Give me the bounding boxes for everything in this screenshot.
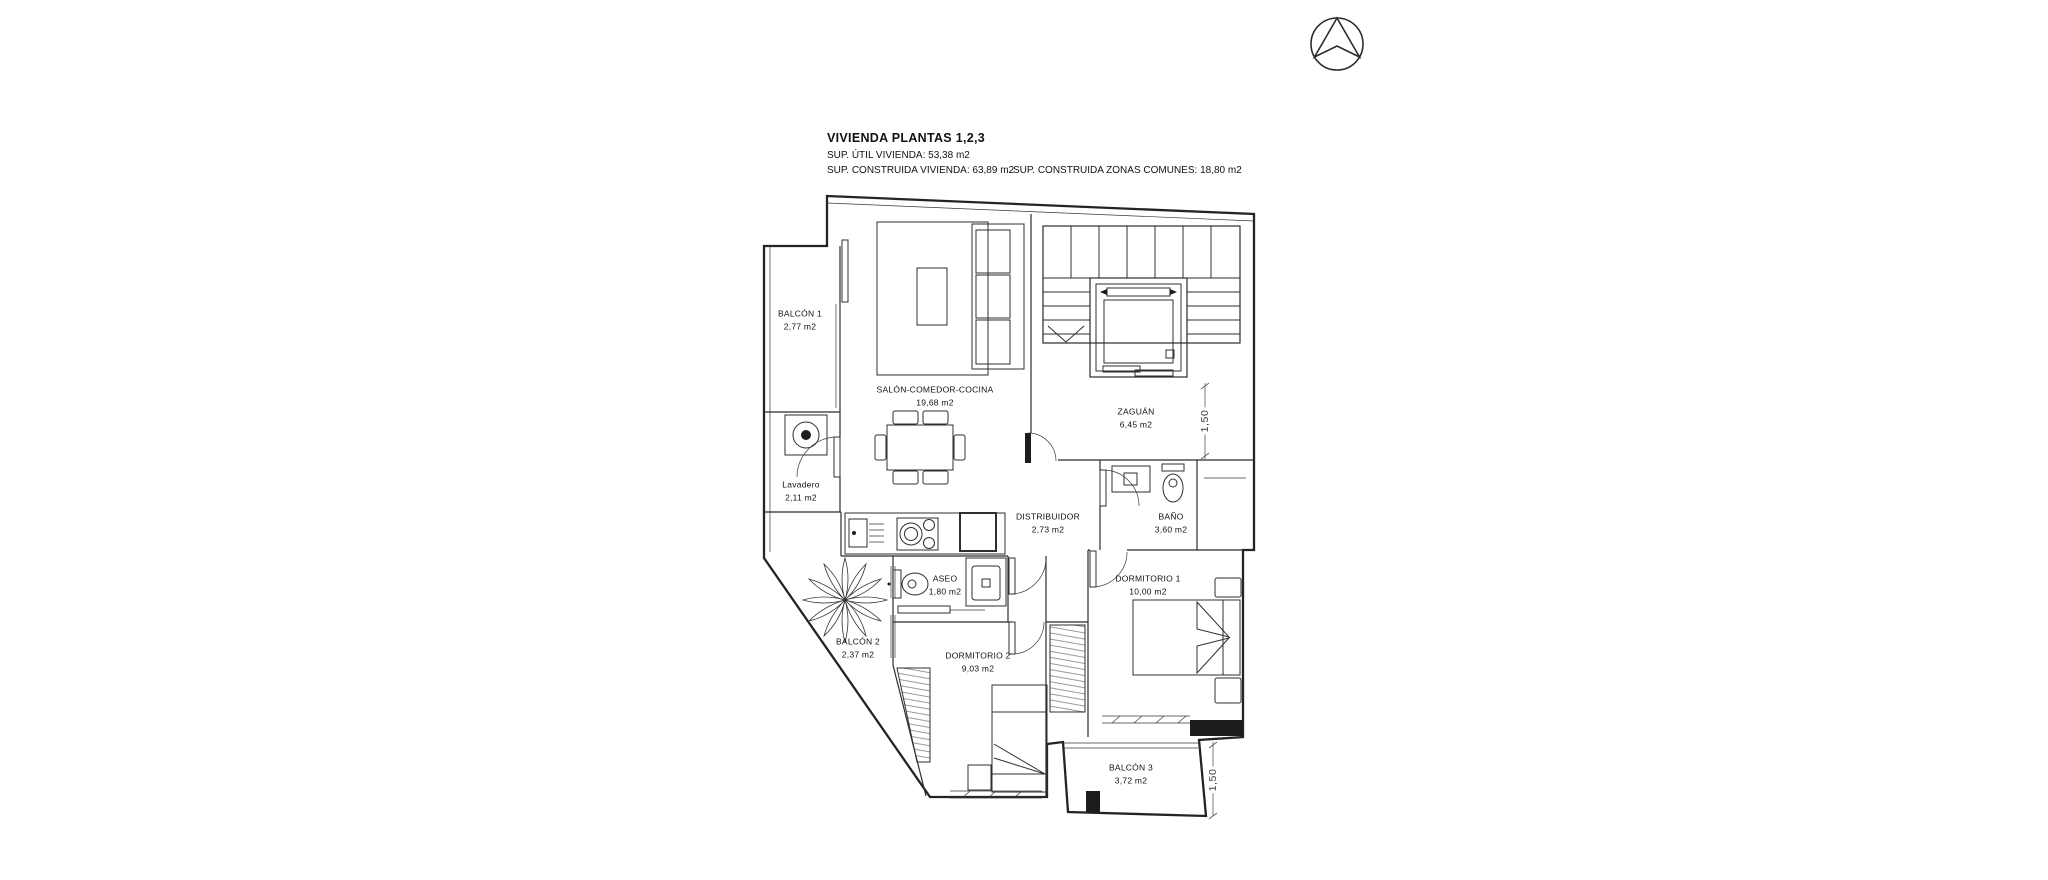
room-label-dormitorio1: DORMITORIO 1 10,00 m2 — [1115, 572, 1180, 598]
dimension-balcon3: 1,50 — [1207, 766, 1219, 794]
sup-construida-line: SUP. CONSTRUIDA VIVIENDA: 63,89 m2 — [827, 165, 1015, 176]
room-name: DORMITORIO 1 — [1115, 573, 1181, 584]
room-label-distribuidor: DISTRIBUIDOR 2,73 m2 — [1016, 510, 1080, 536]
room-area: 2,37 m2 — [841, 649, 875, 659]
balcony-sliding-door — [835, 239, 849, 408]
washing-machine — [784, 414, 828, 456]
room-name: Lavadero — [782, 479, 820, 490]
room-label-balcon1: BALCÓN 1 2,77 m2 — [778, 307, 822, 333]
dining-table — [874, 410, 966, 485]
sup-util-line: SUP. ÚTIL VIVIENDA: 53,38 m2 — [827, 150, 970, 161]
room-label-bano: BAÑO 3,60 m2 — [1155, 510, 1187, 536]
bathroom-sink — [1111, 465, 1151, 493]
room-label-salon: SALÓN-COMEDOR-COCINA 19,68 m2 — [877, 383, 994, 409]
interior-walls — [764, 214, 1254, 812]
bathroom-toilet — [1161, 463, 1185, 503]
aseo-shelf — [897, 605, 985, 614]
room-area: 2,11 m2 — [785, 492, 817, 502]
room-name: SALÓN-COMEDOR-COCINA — [876, 384, 994, 395]
plan-title: VIVIENDA PLANTAS 1,2,3 — [827, 131, 986, 145]
room-label-aseo: ASEO 1,80 m2 — [929, 572, 961, 598]
room-area: 2,77 m2 — [783, 321, 817, 331]
room-name: BALCÓN 3 — [1108, 762, 1154, 773]
wardrobes — [896, 624, 1086, 763]
coffee-table — [916, 267, 948, 326]
room-area: 19,68 m2 — [916, 397, 954, 407]
outer-walls — [762, 194, 1256, 818]
sofa — [971, 223, 1025, 370]
room-name: DORMITORIO 2 — [945, 650, 1011, 661]
dimension-lines — [1200, 382, 1218, 820]
room-area: 6,45 m2 — [1119, 419, 1153, 429]
room-name: ZAGUÁN — [1117, 406, 1155, 417]
windows — [890, 566, 1198, 799]
room-label-lavadero: Lavadero 2,11 m2 — [782, 478, 819, 504]
room-name: DISTRIBUIDOR — [1016, 511, 1080, 522]
dimension-zaguan: 1,50 — [1199, 407, 1211, 435]
elevator — [1089, 277, 1188, 378]
architect-logo-icon — [1310, 16, 1364, 71]
room-area: 3,60 m2 — [1154, 524, 1188, 534]
aseo-toilet — [887, 569, 929, 599]
room-name: BALCÓN 1 — [777, 308, 823, 319]
bed-dormitorio2 — [967, 684, 1048, 793]
kitchen-counter — [844, 512, 1006, 555]
room-area: 2,73 m2 — [1031, 524, 1065, 534]
room-name: BALCÓN 2 — [835, 636, 881, 647]
room-label-zaguan: ZAGUÁN 6,45 m2 — [1118, 405, 1155, 431]
rug — [876, 221, 989, 376]
room-area: 10,00 m2 — [1129, 586, 1167, 596]
room-area: 9,03 m2 — [961, 663, 995, 673]
sup-zonas-comunes-line: SUP. CONSTRUIDA ZONAS COMUNES: 18,80 m2 — [1013, 165, 1242, 176]
aseo-shower — [965, 557, 1007, 607]
room-label-balcon2: BALCÓN 2 2,37 m2 — [836, 635, 880, 661]
room-label-dormitorio2: DORMITORIO 2 9,03 m2 — [945, 649, 1010, 675]
room-area: 1,80 m2 — [928, 586, 962, 596]
room-area: 3,72 m2 — [1114, 775, 1148, 785]
bed-dormitorio1 — [1132, 577, 1242, 704]
room-label-balcon3: BALCÓN 3 3,72 m2 — [1109, 761, 1153, 787]
room-name: BAÑO — [1158, 511, 1184, 522]
palm-plant-icon — [801, 556, 889, 644]
room-name: ASEO — [932, 573, 958, 584]
doors — [796, 432, 1140, 655]
